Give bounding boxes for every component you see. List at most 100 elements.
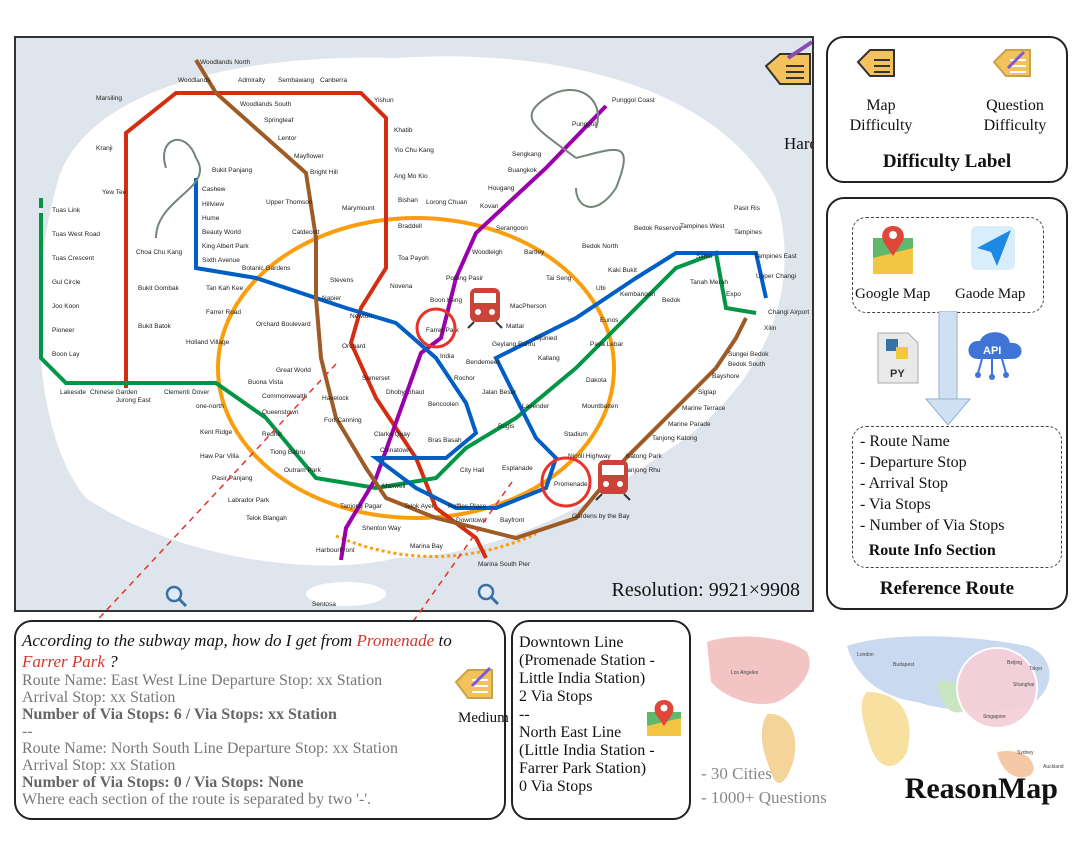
station-label: MacPherson — [510, 303, 547, 310]
station-label: Boon Lay — [52, 351, 80, 358]
station-label: one-north — [196, 403, 224, 410]
answer-line: -- — [519, 706, 530, 723]
station-label: Gul Circle — [52, 279, 81, 286]
station-label: Woodlands South — [240, 101, 292, 108]
station-label: Woodleigh — [472, 249, 503, 256]
station-label: Marina South Pier — [478, 561, 531, 568]
route-info-item: - Route Name — [860, 433, 950, 450]
station-label: Bedok North — [582, 243, 619, 250]
station-label: Clementi — [164, 389, 190, 396]
station-label: Springleaf — [264, 117, 293, 124]
question-box: According to the subway map, how do I ge… — [14, 620, 509, 820]
world-map-panel: Los Angeles London Budapest Beijing Shan… — [697, 622, 1072, 820]
train-icon — [595, 460, 631, 501]
station-label: Tanah Merah — [690, 279, 728, 286]
station-label: Novena — [390, 283, 413, 290]
station-label: Orchard Boulevard — [256, 321, 311, 328]
tag-pencil-icon — [764, 40, 812, 85]
map-difficulty-hard: Hard — [784, 134, 812, 153]
station-label: Sungei Bedok — [728, 351, 769, 358]
station-label: Hume — [202, 215, 220, 222]
template-line: Where each section of the route is separ… — [22, 791, 372, 808]
station-label: Simei — [696, 253, 712, 260]
station-label: Tanjong Rhu — [624, 467, 661, 474]
station-label: Marina Bay — [410, 543, 444, 550]
question-difficulty-medium: Medium — [458, 710, 509, 726]
station-label: Tan Kah Kee — [206, 285, 244, 292]
route-info-item: - Via Stops — [860, 496, 931, 513]
station-label: Queenstown — [262, 409, 299, 416]
station-label: Bras Basah — [428, 437, 462, 444]
station-label: Braddell — [398, 223, 422, 230]
api-label: API — [983, 345, 1001, 357]
station-label: City Hall — [460, 467, 485, 474]
station-label: Kaki Bukit — [608, 267, 637, 274]
station-label: Eunos — [600, 317, 619, 324]
map-resolution: Resolution: 9921×9908 — [611, 579, 800, 601]
station-label: Bukit Batok — [138, 323, 172, 330]
station-label: Tuas Crescent — [52, 255, 94, 262]
station-label: Bright Hill — [310, 169, 338, 176]
template-line: Arrival Stop: xx Station — [22, 757, 176, 774]
station-label: Geylang Bahru — [492, 341, 536, 348]
station-label: Haw Par Villa — [200, 453, 239, 460]
station-label: Tampines West — [680, 223, 725, 230]
station-label: Boon Keng — [430, 297, 463, 304]
station-label: Tuas West Road — [52, 231, 100, 238]
city-label: Auckland — [1043, 764, 1064, 770]
answer-line: North East Line — [519, 724, 622, 741]
station-label: Bukit Gombak — [138, 285, 180, 292]
station-label: Katong Park — [626, 453, 663, 460]
station-label: Khatib — [394, 127, 413, 134]
station-label: Great World — [276, 367, 311, 374]
station-label: Siglap — [698, 389, 716, 396]
lrt-lines — [155, 88, 625, 239]
station-label: Lentor — [278, 135, 297, 142]
map-pin-icon — [647, 700, 681, 736]
station-label: Promenade — [554, 481, 588, 488]
route-info-item: - Number of Via Stops — [860, 517, 1005, 534]
route-info-item: - Departure Stop — [860, 454, 967, 471]
station-label: Somerset — [362, 375, 390, 382]
station-label: Mattar — [506, 323, 525, 330]
station-label: Mayflower — [294, 153, 324, 160]
difficulty-label-box: Map Difficulty Question Difficulty Diffi… — [826, 36, 1068, 183]
station-label: Downtown — [456, 517, 487, 524]
station-label: Tai Seng — [546, 275, 572, 282]
station-label: HarbourFront — [316, 547, 355, 554]
station-label: Bayshore — [712, 373, 740, 380]
city-label: Sydney — [1017, 750, 1034, 756]
station-label: Bayfront — [500, 517, 524, 524]
reference-route-title: Reference Route — [879, 578, 1015, 599]
station-label: Upper Thomson — [266, 199, 313, 206]
station-label: Bencoolen — [428, 401, 459, 408]
station-label: Maxwell — [382, 483, 406, 490]
station-label: Yishun — [374, 97, 394, 104]
station-label: Stadium — [564, 431, 588, 438]
station-label: Aljunied — [534, 335, 558, 342]
google-map-label: Google Map — [855, 286, 931, 302]
station-label: Clarke Quay — [374, 431, 411, 438]
city-label: London — [857, 652, 874, 658]
station-label: Bartley — [524, 249, 545, 256]
question-suffix: ? — [104, 652, 118, 671]
promenade-highlight — [540, 456, 592, 508]
stat-questions: - 1000+ Questions — [701, 788, 827, 807]
world-city-labels: Los Angeles London Budapest Beijing Shan… — [731, 652, 1064, 770]
station-label: Bishan — [398, 197, 418, 204]
station-label: Xilin — [764, 325, 777, 332]
station-label: Lorong Chuan — [426, 199, 468, 206]
question-prefix: According to the subway map, how do I ge… — [22, 631, 357, 650]
station-label: Caldecott — [292, 229, 320, 236]
subway-map: Woodlands North Woodlands Admiralty Semb… — [16, 38, 812, 610]
station-label: Yew Tee — [102, 189, 127, 196]
station-label: Redhill — [262, 431, 282, 438]
answer-line: 0 Via Stops — [519, 778, 593, 795]
station-label: Expo — [726, 291, 741, 298]
station-label: Canberra — [320, 77, 347, 84]
station-label: Bedok South — [728, 361, 766, 368]
brand-title: ReasonMap — [904, 772, 1058, 805]
station-label: Fort Canning — [324, 417, 362, 424]
question-difficulty-tag-icon — [454, 666, 493, 699]
station-label: Tanjong Pagar — [340, 503, 383, 510]
